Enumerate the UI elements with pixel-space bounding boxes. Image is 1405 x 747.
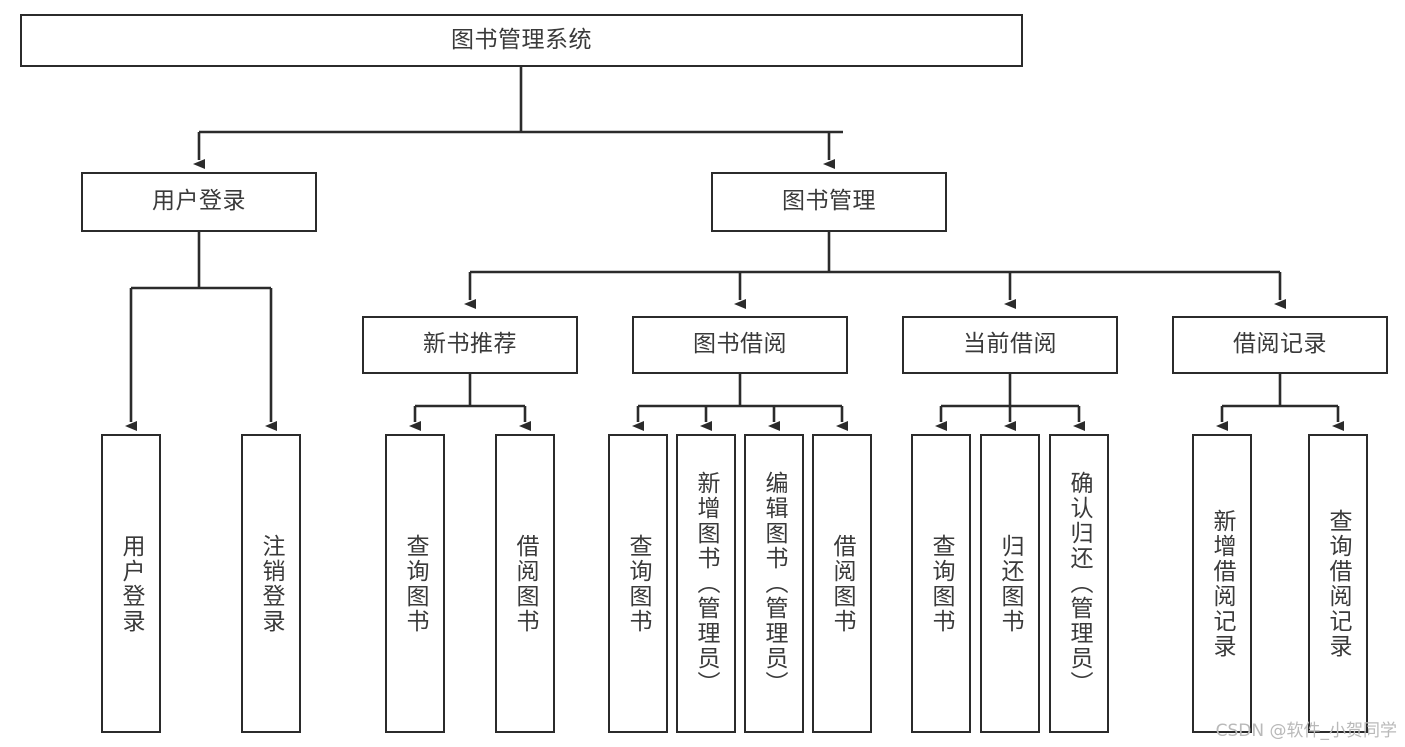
- leaf-add-borrow-record-label: 新增借阅记录: [1209, 508, 1236, 659]
- leaf-borrow-book-recommend[interactable]: 借阅图书: [495, 434, 555, 733]
- node-current-borrow[interactable]: 当前借阅: [902, 316, 1118, 374]
- leaf-logout[interactable]: 注销登录: [241, 434, 301, 733]
- node-book-borrow-label: 图书借阅: [693, 331, 787, 358]
- leaf-borrow-book-recommend-label: 借阅图书: [512, 533, 539, 634]
- node-new-book-recommend[interactable]: 新书推荐: [362, 316, 578, 374]
- node-current-borrow-label: 当前借阅: [963, 331, 1057, 358]
- leaf-add-book-admin-label: 新增图书（管理员）: [693, 471, 720, 696]
- leaf-borrow-book-label: 借阅图书: [829, 533, 856, 634]
- node-book-management[interactable]: 图书管理: [711, 172, 947, 232]
- node-borrow-record[interactable]: 借阅记录: [1172, 316, 1388, 374]
- leaf-user-login[interactable]: 用户登录: [101, 434, 161, 733]
- leaf-query-book-recommend-label: 查询图书: [402, 533, 429, 634]
- leaf-edit-book-admin[interactable]: 编辑图书（管理员）: [744, 434, 804, 733]
- csdn-watermark: CSDN @软件_小贺同学: [1215, 721, 1397, 741]
- leaf-query-book-current[interactable]: 查询图书: [911, 434, 971, 733]
- leaf-user-login-label: 用户登录: [118, 533, 145, 634]
- leaf-query-book-current-label: 查询图书: [928, 533, 955, 634]
- leaf-add-borrow-record[interactable]: 新增借阅记录: [1192, 434, 1252, 733]
- node-new-book-recommend-label: 新书推荐: [423, 331, 517, 358]
- leaf-logout-label: 注销登录: [258, 533, 285, 634]
- node-user-login-label: 用户登录: [152, 188, 246, 215]
- leaf-return-book[interactable]: 归还图书: [980, 434, 1040, 733]
- leaf-query-book-borrow[interactable]: 查询图书: [608, 434, 668, 733]
- leaf-add-book-admin[interactable]: 新增图书（管理员）: [676, 434, 736, 733]
- leaf-query-book-recommend[interactable]: 查询图书: [385, 434, 445, 733]
- node-root-label: 图书管理系统: [451, 26, 592, 53]
- leaf-query-book-borrow-label: 查询图书: [625, 533, 652, 634]
- node-borrow-record-label: 借阅记录: [1233, 331, 1327, 358]
- leaf-confirm-return-admin-label: 确认归还（管理员）: [1066, 471, 1093, 696]
- leaf-edit-book-admin-label: 编辑图书（管理员）: [761, 471, 788, 696]
- leaf-confirm-return-admin[interactable]: 确认归还（管理员）: [1049, 434, 1109, 733]
- leaf-borrow-book[interactable]: 借阅图书: [812, 434, 872, 733]
- node-book-management-label: 图书管理: [782, 188, 876, 215]
- node-book-borrow[interactable]: 图书借阅: [632, 316, 848, 374]
- leaf-query-borrow-record-label: 查询借阅记录: [1325, 508, 1352, 659]
- leaf-query-borrow-record[interactable]: 查询借阅记录: [1308, 434, 1368, 733]
- node-root[interactable]: 图书管理系统: [20, 14, 1023, 67]
- node-user-login[interactable]: 用户登录: [81, 172, 317, 232]
- leaf-return-book-label: 归还图书: [997, 533, 1024, 634]
